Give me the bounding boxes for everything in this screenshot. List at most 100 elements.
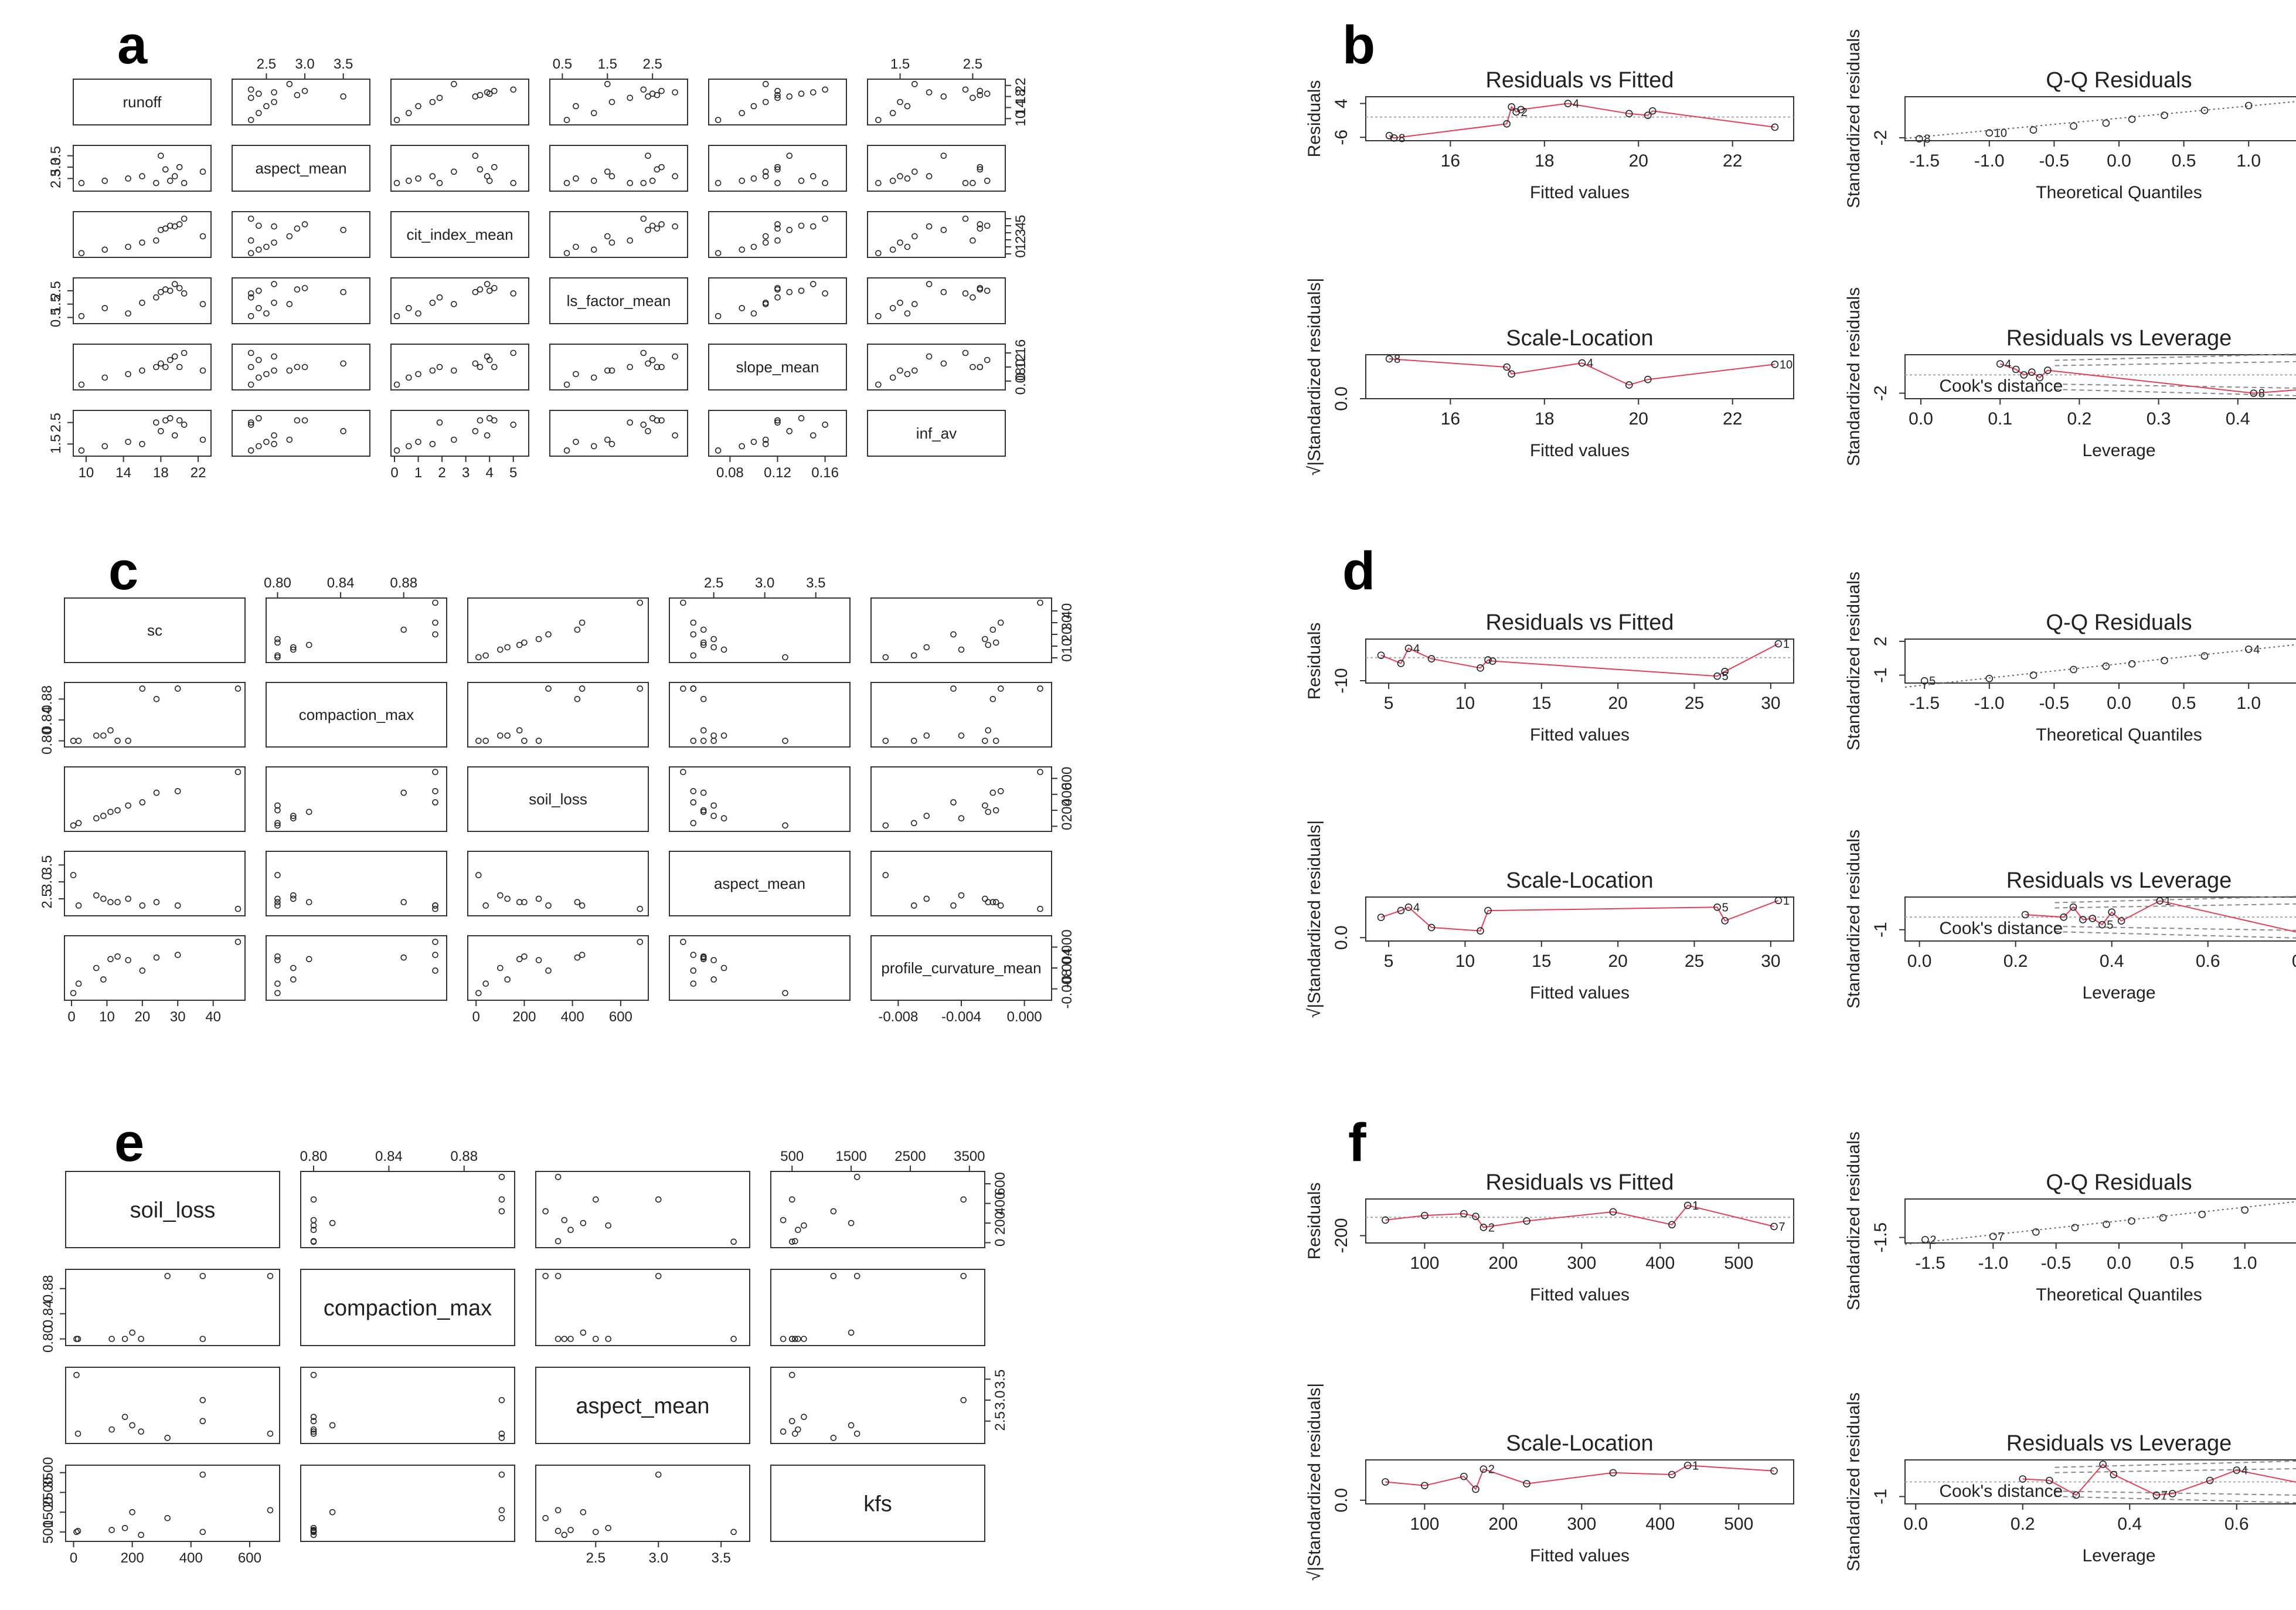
matrix-c-point-3-0-8 [153, 899, 160, 906]
matrix-a-point-5-0-9 [176, 417, 183, 424]
matrix-a-point-4-3-3 [608, 367, 615, 374]
matrix-a-point-3-2-7 [486, 287, 493, 294]
matrix-a-point-1-4-5 [786, 152, 793, 159]
matrix-a-point-0-1-4 [247, 94, 254, 101]
matrix-a-point-2-0-10 [181, 215, 188, 222]
diag-b-qq-xtick-label-0: -1.5 [1909, 151, 1940, 171]
matrix-a-point-1-0-7 [166, 178, 174, 184]
matrix-a-cell-0-4 [708, 79, 847, 125]
diag-f-rvf-point-4 [1479, 1224, 1488, 1231]
matrix-a-point-4-2-6 [477, 364, 484, 371]
diag-f-sl-xtick-label-3: 400 [1645, 1514, 1675, 1534]
matrix-c-point-4-1-5 [274, 953, 281, 960]
matrix-a-point-2-3-0 [563, 250, 570, 257]
matrix-e-point-1-2-4 [580, 1329, 587, 1336]
matrix-a-point-2-5-6 [977, 225, 984, 232]
diag-f-rvl-title: Residuals vs Leverage [2006, 1431, 2232, 1456]
matrix-c-point-1-2-4 [516, 727, 523, 734]
matrix-a-point-2-4-10 [822, 215, 828, 222]
matrix-e-point-1-2-9 [555, 1273, 562, 1279]
matrix-c-point-0-2-0 [475, 654, 482, 661]
matrix-a-point-0-4-7 [798, 90, 805, 97]
matrix-a-point-0-4-6 [774, 91, 781, 98]
matrix-a-point-5-2-0 [393, 447, 400, 454]
diag-d-rvl-cook-line-lower-0 [2055, 926, 2296, 931]
matrix-a-cell-1-5 [867, 145, 1006, 192]
matrix-a-point-0-3-3 [608, 98, 615, 106]
matrix-e-point-1-0-3 [121, 1336, 128, 1342]
matrix-c-point-0-2-4 [516, 641, 523, 648]
matrix-c-cell-0-0 [64, 597, 246, 663]
matrix-a-point-4-5-10 [962, 349, 969, 356]
matrix-e-point-3-1-9 [498, 1507, 505, 1514]
matrix-c-point-4-1-2 [290, 964, 297, 972]
matrix-a-point-2-1-11 [286, 233, 293, 240]
matrix-c-point-3-2-5 [521, 899, 528, 906]
matrix-c-cell-4-2 [467, 935, 649, 1001]
matrix-c-ytick-label-1-1: 0.84 [39, 707, 55, 734]
diag-b-rvf-point-5 [1517, 106, 1525, 114]
matrix-e-point-3-1-7 [498, 1471, 505, 1478]
diag-f-qq-xtick-label-1: -1.0 [1978, 1254, 2008, 1273]
matrix-e-ytick-label-3-3: 3500 [40, 1457, 56, 1488]
diag-f-sl-point-8 [1683, 1462, 1692, 1469]
matrix-a-point-4-1-8 [271, 353, 277, 360]
matrix-a-point-2-4-2 [750, 243, 757, 250]
matrix-a-point-0-5-9 [977, 87, 984, 94]
matrix-c-point-1-0-8 [153, 695, 160, 702]
matrix-c-var-label-0: sc [147, 621, 162, 639]
matrix-a-point-4-0-10 [181, 349, 188, 356]
matrix-c-point-2-3-6 [710, 802, 717, 809]
matrix-e-point-0-1-1 [310, 1238, 317, 1245]
diag-f-rvl-xtick-label-2: 0.4 [2117, 1514, 2142, 1534]
matrix-a-xtick-label-1-2: 3.5 [334, 56, 353, 72]
diag-b-sl-smooth-line [1389, 358, 1775, 386]
diag-d-rvl-frame [1904, 896, 2296, 942]
matrix-e-point-2-0-9 [267, 1430, 274, 1437]
matrix-a-point-5-4-10 [822, 422, 828, 428]
matrix-a-cell-1-2 [390, 145, 529, 192]
matrix-c-xtick-label-1-1: 0.84 [327, 575, 355, 591]
matrix-e-point-1-0-8 [199, 1336, 206, 1342]
matrix-a-point-2-5-8 [926, 223, 933, 230]
matrix-a-point-0-5-7 [984, 90, 991, 97]
matrix-a-point-1-3-10 [640, 179, 647, 186]
matrix-a-ytick-label-5-0: 1.5 [48, 434, 64, 454]
diag-f-sl-point-7 [1668, 1470, 1676, 1479]
matrix-a-point-4-0-1 [101, 374, 108, 381]
matrix-e-point-2-0-2 [108, 1426, 115, 1433]
matrix-a-point-1-0-3 [139, 173, 145, 179]
matrix-a-point-0-3-10 [640, 86, 647, 93]
matrix-a-cell-3-3 [549, 277, 688, 324]
matrix-c-point-4-3-6 [710, 957, 717, 963]
matrix-a-point-4-1-6 [294, 364, 301, 371]
matrix-a-point-1-4-4 [774, 179, 781, 186]
matrix-a-point-3-1-4 [247, 294, 254, 301]
matrix-e-point-0-1-7 [498, 1196, 505, 1203]
matrix-a-var-label-2: cit_index_mean [406, 226, 513, 243]
matrix-e-point-1-0-9 [267, 1273, 274, 1279]
panel-letter-e: e [114, 1113, 144, 1173]
matrix-c-point-1-3-8 [700, 695, 707, 702]
matrix-c-point-4-0-8 [153, 954, 160, 961]
matrix-a-point-5-4-9 [774, 417, 781, 424]
matrix-a-point-2-0-9 [176, 221, 183, 227]
diag-f-rvl-cook-line-upper-1 [2055, 1460, 2296, 1468]
matrix-c-point-1-0-3 [100, 732, 107, 739]
matrix-c-var-label-2: soil_loss [529, 790, 587, 808]
matrix-a-point-1-0-9 [176, 164, 183, 171]
diag-b-rvl-xlabel: Leverage [2082, 441, 2155, 460]
diag-f-qq-xtick-label-3: 0.0 [2107, 1254, 2131, 1273]
matrix-a-ytick-label-4-0: 0.08 [1013, 368, 1029, 395]
matrix-a-point-0-3-9 [658, 87, 665, 94]
matrix-c-point-4-3-3 [710, 976, 717, 983]
matrix-a-point-0-5-11 [911, 81, 918, 87]
diag-d-qq-point-5 [2128, 660, 2136, 668]
matrix-c-point-1-4-7 [950, 685, 957, 692]
diag-f-sl-point-label-1: 1 [1692, 1459, 1699, 1472]
matrix-c-xtick-label-3-1: 3.0 [755, 575, 774, 591]
matrix-c-point-2-1-7 [432, 799, 438, 806]
matrix-a-point-1-4-6 [774, 166, 781, 173]
diag-d-rvf-point-8 [1721, 667, 1729, 675]
diag-f-qq-ylabel: Standardized residuals [1844, 1132, 1863, 1310]
